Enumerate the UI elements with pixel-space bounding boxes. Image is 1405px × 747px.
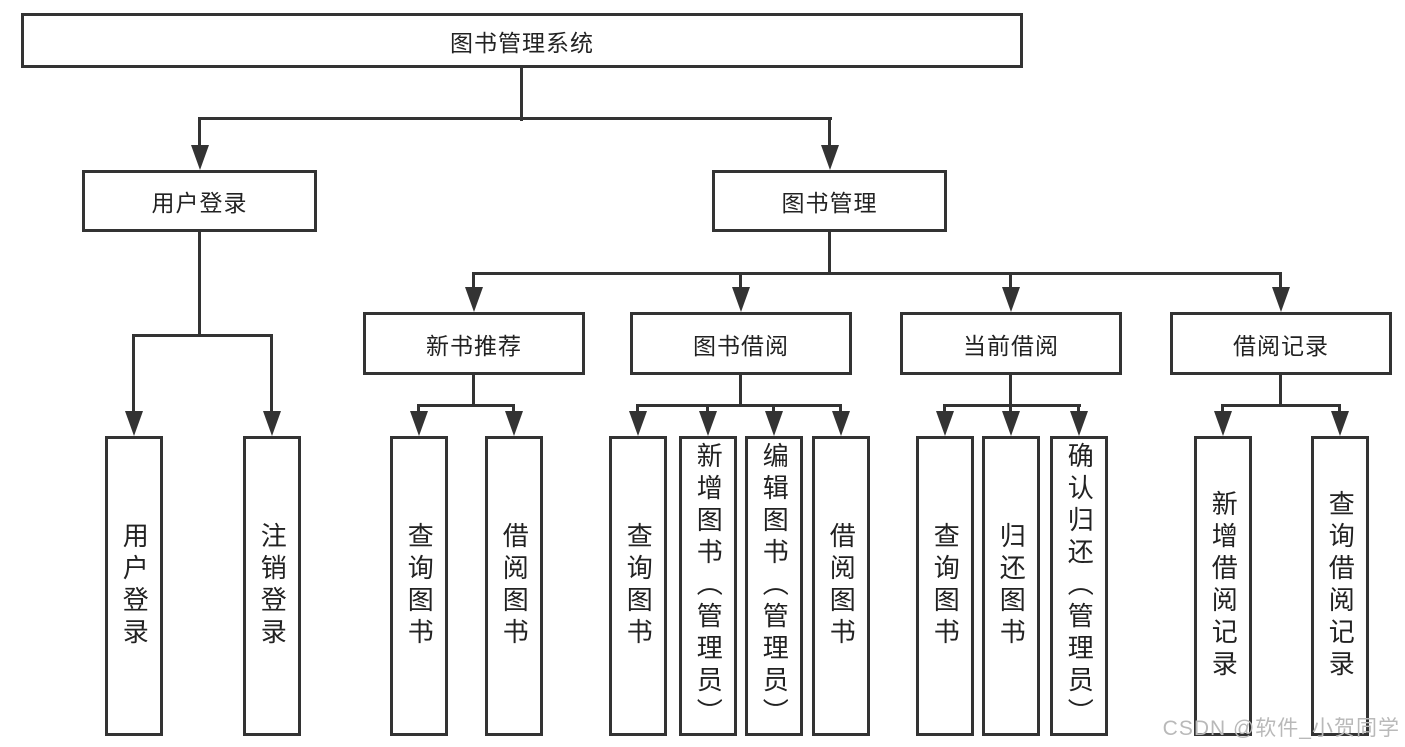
connector-line — [706, 407, 709, 414]
arrow-down-icon — [1331, 411, 1349, 436]
node-label: 当前借阅 — [963, 332, 1059, 359]
connector-line — [828, 232, 831, 274]
node-current-borrowing: 当前借阅 — [900, 312, 1122, 375]
node-label: 用户登录 — [151, 190, 248, 216]
node-book-borrowing: 图书借阅 — [630, 312, 852, 375]
leaf-confirm-return-admin: 确认归还（管理员） — [1050, 436, 1108, 736]
node-label: 新书推荐 — [426, 332, 522, 359]
connector-line — [472, 272, 1282, 275]
connector-line — [1221, 407, 1224, 414]
leaf-label: 查询借阅记录 — [1325, 490, 1356, 682]
arrow-down-icon — [1070, 411, 1088, 436]
leaf-return-book: 归还图书 — [982, 436, 1040, 736]
connector-line — [1338, 407, 1341, 414]
leaf-query-books-recommend: 查询图书 — [390, 436, 448, 736]
arrow-down-icon — [465, 287, 483, 312]
arrow-down-icon — [765, 411, 783, 436]
arrow-down-icon — [936, 411, 954, 436]
arrow-down-icon — [1272, 287, 1290, 312]
leaf-add-book-admin: 新增图书（管理员） — [679, 436, 737, 736]
arrow-down-icon — [191, 145, 209, 170]
leaf-label: 新增图书（管理员） — [693, 442, 724, 730]
leaf-edit-book-admin: 编辑图书（管理员） — [745, 436, 803, 736]
node-borrowing-records: 借阅记录 — [1170, 312, 1392, 375]
connector-line — [132, 334, 273, 337]
connector-line — [198, 232, 201, 336]
connector-line — [472, 275, 475, 289]
connector-line — [1279, 275, 1282, 289]
leaf-label: 新增借阅记录 — [1208, 490, 1239, 682]
connector-line — [512, 407, 515, 414]
connector-line — [520, 68, 523, 121]
connector-line — [417, 407, 420, 414]
arrow-down-icon — [505, 411, 523, 436]
connector-line — [772, 407, 775, 414]
connector-line — [1009, 375, 1012, 406]
connector-line — [1077, 407, 1080, 414]
node-book-management: 图书管理 — [712, 170, 947, 232]
leaf-query-books-borrowing: 查询图书 — [609, 436, 667, 736]
arrow-down-icon — [832, 411, 850, 436]
node-label: 图书借阅 — [693, 332, 789, 359]
connector-line — [828, 120, 831, 150]
leaf-user-login: 用户登录 — [105, 436, 163, 736]
connector-line — [198, 117, 832, 120]
leaf-label: 查询图书 — [404, 522, 435, 650]
node-library-system: 图书管理系统 — [21, 13, 1023, 68]
arrow-down-icon — [125, 411, 143, 436]
connector-line — [636, 407, 639, 414]
connector-line — [943, 407, 946, 414]
arrow-down-icon — [410, 411, 428, 436]
leaf-borrow-books-recommend: 借阅图书 — [485, 436, 543, 736]
leaf-label: 借阅图书 — [499, 522, 530, 650]
node-label: 借阅记录 — [1233, 332, 1329, 359]
leaf-label: 用户登录 — [119, 522, 150, 650]
arrow-down-icon — [699, 411, 717, 436]
leaf-query-borrow-record: 查询借阅记录 — [1311, 436, 1369, 736]
leaf-label: 借阅图书 — [826, 522, 857, 650]
connector-line — [839, 407, 842, 414]
connector-line — [1009, 275, 1012, 289]
connector-line — [943, 404, 1081, 407]
arrow-down-icon — [263, 411, 281, 436]
arrow-down-icon — [1002, 287, 1020, 312]
node-label: 图书管理 — [781, 190, 878, 216]
arrow-down-icon — [1214, 411, 1232, 436]
leaf-label: 确认归还（管理员） — [1064, 442, 1095, 730]
connector-line — [1221, 404, 1341, 407]
arrow-down-icon — [821, 145, 839, 170]
arrow-down-icon — [629, 411, 647, 436]
leaf-borrow-books-borrowing: 借阅图书 — [812, 436, 870, 736]
arrow-down-icon — [732, 287, 750, 312]
connector-line — [739, 275, 742, 289]
leaf-add-borrow-record: 新增借阅记录 — [1194, 436, 1252, 736]
arrow-down-icon — [1002, 411, 1020, 436]
node-label: 图书管理系统 — [450, 29, 594, 56]
connector-line — [1009, 407, 1012, 414]
watermark: CSDN @软件_小贺同学 — [1162, 717, 1400, 740]
connector-line — [636, 404, 842, 407]
leaf-label: 查询图书 — [623, 522, 654, 650]
connector-line — [1279, 375, 1282, 406]
node-user-login-group: 用户登录 — [82, 170, 317, 232]
connector-line — [198, 120, 201, 150]
node-new-book-recommend: 新书推荐 — [363, 312, 585, 375]
connector-line — [472, 375, 475, 406]
leaf-logout: 注销登录 — [243, 436, 301, 736]
leaf-label: 注销登录 — [257, 522, 288, 650]
connector-line — [417, 404, 515, 407]
leaf-label: 归还图书 — [996, 522, 1027, 650]
connector-line — [132, 337, 135, 413]
connector-line — [739, 375, 742, 406]
connector-line — [270, 337, 273, 413]
leaf-label: 编辑图书（管理员） — [759, 442, 790, 730]
leaf-query-books-current: 查询图书 — [916, 436, 974, 736]
leaf-label: 查询图书 — [930, 522, 961, 650]
